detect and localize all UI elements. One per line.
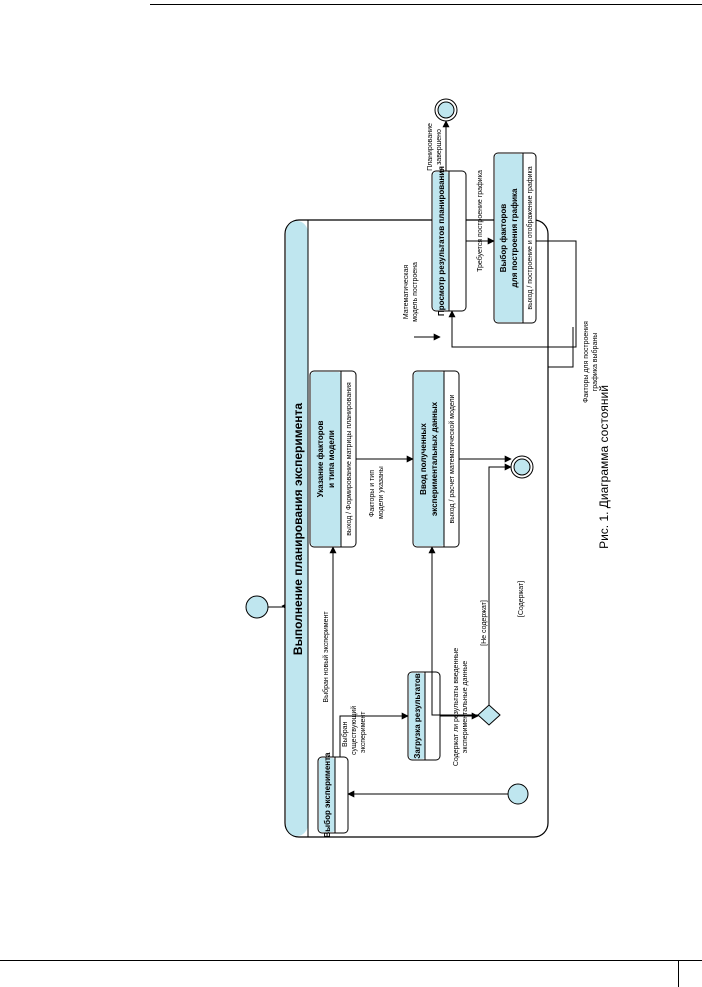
transition-graph-to-view xyxy=(448,240,577,348)
transition-decision-not-contains xyxy=(428,546,478,716)
label-done-1: Планирование xyxy=(427,123,434,171)
label-existing-3: эксперимент xyxy=(360,711,367,753)
state-choose-title: Выбор эксперимента xyxy=(323,752,332,838)
initial-state-inner xyxy=(507,783,529,805)
final-state-outer xyxy=(434,98,458,122)
label-not-contains: [Не содержат] xyxy=(481,600,488,646)
state-view-results: Просмотр результатов планирования xyxy=(431,166,467,316)
decision-diamond xyxy=(477,704,501,726)
label-graph-factors-1: Факторы для построения xyxy=(583,321,590,403)
transition-decision-contains xyxy=(488,463,512,705)
label-model-1: Математическая xyxy=(403,265,410,319)
transition-container-to-view xyxy=(548,327,574,368)
label-contains-question-1: Содержат ли результаты введенные xyxy=(453,648,460,766)
figure-caption: Рис. 1. Диаграмма состояний xyxy=(597,385,611,549)
header-rule xyxy=(150,4,702,5)
label-graph-required: Требуется построение графика xyxy=(476,170,484,272)
label-new-experiment: Выбран новый эксперимент xyxy=(322,611,330,703)
state-graph-factors: Выбор факторов для построения графика вы… xyxy=(493,152,537,324)
page-number-box-left xyxy=(678,960,679,987)
state-graph-title-2: для построения графика xyxy=(510,188,519,287)
state-factors-title-2: и типа модели xyxy=(327,430,336,488)
state-input-title-2: экспериментальных данных xyxy=(430,401,439,516)
state-factors-title-1: Указание факторов xyxy=(316,421,325,498)
state-specify-factors: Указание факторов и типа модели выход / … xyxy=(309,370,357,548)
state-input-action: выход / расчет математической модели xyxy=(448,394,456,523)
composite-state-header xyxy=(286,221,308,836)
state-input-title-1: Ввод полученных xyxy=(419,423,428,495)
footer-rule xyxy=(0,960,702,961)
label-contains: [Содержат] xyxy=(518,581,525,617)
transition-choose-to-load xyxy=(339,712,409,757)
label-model-2: модель построена xyxy=(412,262,419,322)
state-view-title: Просмотр результатов планирования xyxy=(437,166,446,316)
label-existing-1: Выбран xyxy=(341,722,349,747)
label-done-2: завершено xyxy=(436,129,443,165)
container-title: Выполнение планирования эксперимента xyxy=(291,403,305,656)
state-load-results: Загрузка результатов xyxy=(407,671,441,761)
state-choose-experiment: Выбор эксперимента xyxy=(317,752,349,838)
state-factors-action: выход / Формирование матрицы планировани… xyxy=(346,382,353,536)
state-graph-action: выход / построение и отображение графика xyxy=(526,166,534,309)
initial-state-outer xyxy=(245,595,269,619)
label-factors-1: Факторы и тип xyxy=(369,470,376,517)
state-input-data: Ввод полученных экспериментальных данных… xyxy=(412,370,460,548)
label-existing-2: существующий xyxy=(350,706,358,755)
label-contains-question-2: экспериментальные данные xyxy=(462,661,469,753)
label-factors-2: модели указаны xyxy=(378,466,385,519)
final-state-inner xyxy=(510,455,534,479)
state-graph-title-1: Выбор факторов xyxy=(499,204,508,272)
label-graph-factors-2: графика выбраны xyxy=(591,333,599,392)
state-load-title: Загрузка результатов xyxy=(413,673,422,758)
